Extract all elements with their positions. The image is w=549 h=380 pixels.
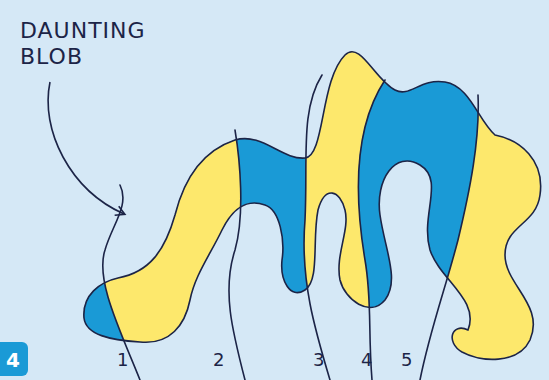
callout-number: 3: [313, 350, 324, 370]
cut-line: [358, 80, 385, 380]
cut-line: [103, 185, 140, 380]
cut-lines: [103, 75, 479, 380]
figure-number: 4: [6, 349, 20, 371]
cut-line: [304, 75, 330, 380]
callout-number: 1: [117, 350, 128, 370]
leader-arrow: [48, 82, 124, 214]
callout-number: 4: [361, 350, 372, 370]
cut-line: [420, 95, 478, 380]
callout-number: 2: [213, 350, 224, 370]
callout-number: 5: [401, 350, 412, 370]
cut-line: [229, 130, 245, 380]
callout-text: DAUNTING BLOB: [20, 18, 140, 70]
